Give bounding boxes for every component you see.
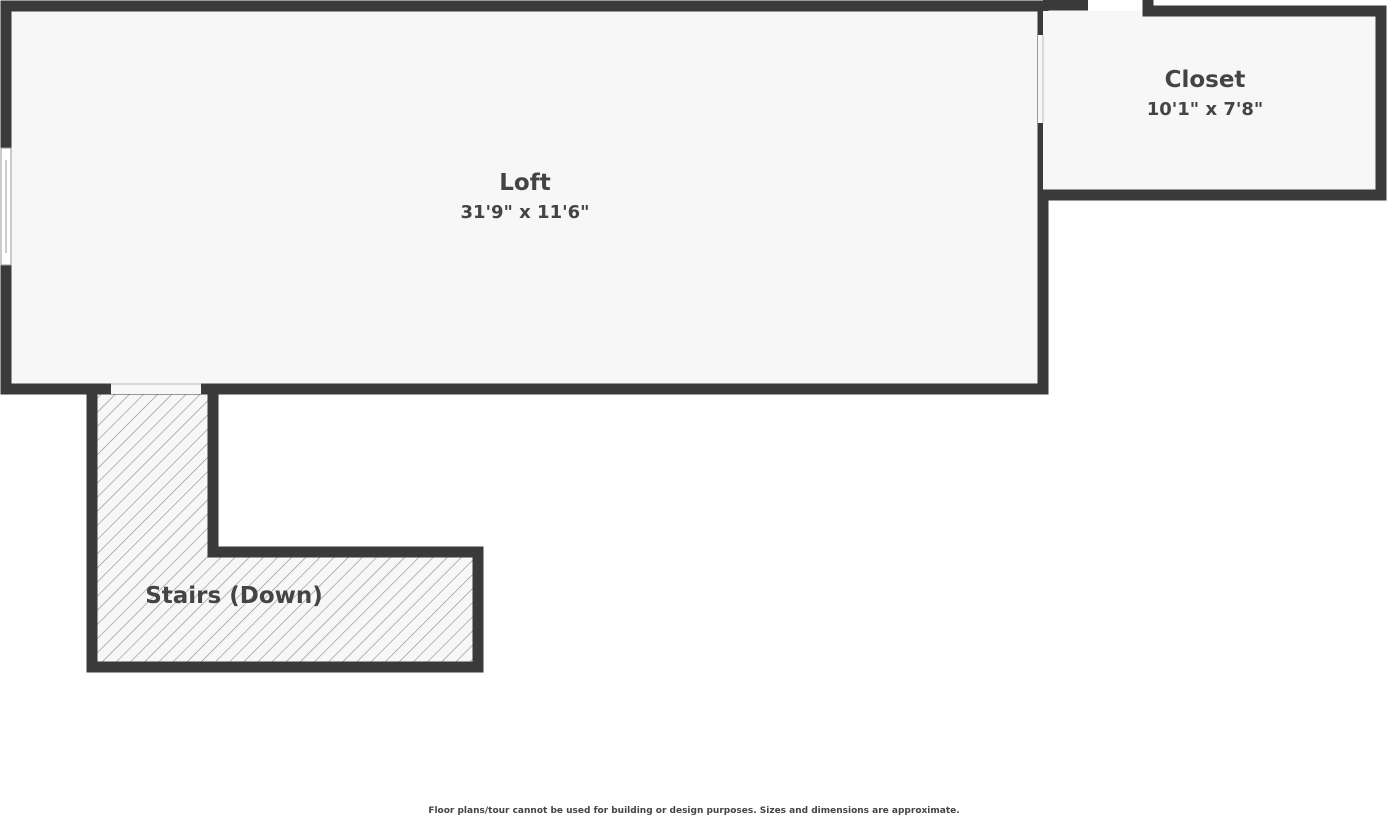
closet-room: [1038, 0, 1387, 201]
closet-name: Closet: [1165, 67, 1246, 93]
closet-walls: [1043, 0, 1387, 201]
loft-fill: [6, 6, 1043, 389]
closet-fill: [1043, 11, 1381, 195]
stairs-fill: [92, 389, 478, 667]
disclaimer-text: Floor plans/tour cannot be used for buil…: [428, 806, 960, 816]
stairs-opening: [111, 384, 201, 394]
closet-dimensions: 10'1" x 7'8": [1147, 99, 1264, 120]
stairs-room: [86, 389, 484, 673]
loft-room: [0, 0, 1088, 395]
stairs-walls: [86, 389, 484, 673]
loft-dimensions: 31'9" x 11'6": [460, 202, 589, 223]
loft-name: Loft: [499, 170, 550, 196]
stairs-name: Stairs (Down): [145, 583, 323, 609]
